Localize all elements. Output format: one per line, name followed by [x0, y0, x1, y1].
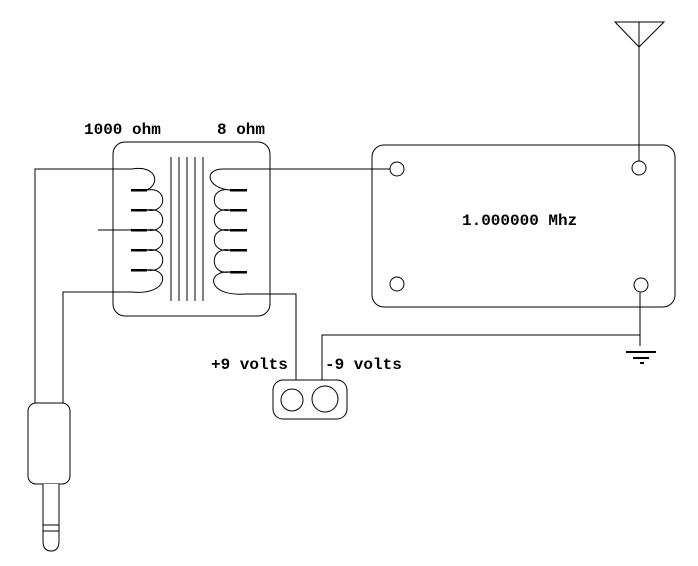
- secondary-coil-turn-marks: [230, 188, 247, 274]
- oscillator-pins: [389, 160, 649, 293]
- oscillator-pin-antenna: [631, 160, 647, 176]
- oscillator-pin-ground: [633, 277, 649, 293]
- wires: [34, 22, 641, 403]
- transformer-core: [170, 157, 204, 301]
- wire-primary-top-to-plug: [34, 168, 132, 403]
- transformer-primary-label: 1000 ohm: [84, 121, 161, 139]
- audio-plug-shaft: [42, 484, 60, 552]
- audio-plug-icon: [27, 402, 71, 552]
- wire-minus9-to-ground: [321, 334, 640, 380]
- audio-plug-rings: [43, 524, 59, 532]
- transformer-secondary-label: 8 ohm: [217, 121, 266, 139]
- oscillator-pin-nc: [389, 276, 405, 292]
- primary-coil: [130, 167, 164, 293]
- oscillator-pin-output: [389, 161, 405, 177]
- wire-secondary-to-plus9: [246, 293, 297, 380]
- power-positive-label: +9 volts: [211, 356, 288, 374]
- secondary-coil: [209, 168, 247, 295]
- ground-icon: [626, 351, 656, 364]
- power-connector-icon: [272, 379, 348, 420]
- wire-primary-bottom-to-plug: [62, 291, 131, 403]
- primary-coil-turn-marks: [131, 188, 147, 272]
- power-pin-positive: [280, 388, 304, 412]
- audio-plug-body: [27, 402, 71, 485]
- power-pin-negative: [311, 385, 339, 413]
- power-negative-label: -9 volts: [325, 356, 402, 374]
- transformer-icon: [98, 157, 247, 301]
- oscillator-module-box: [371, 144, 676, 308]
- oscillator-frequency-label: 1.000000 Mhz: [462, 212, 578, 230]
